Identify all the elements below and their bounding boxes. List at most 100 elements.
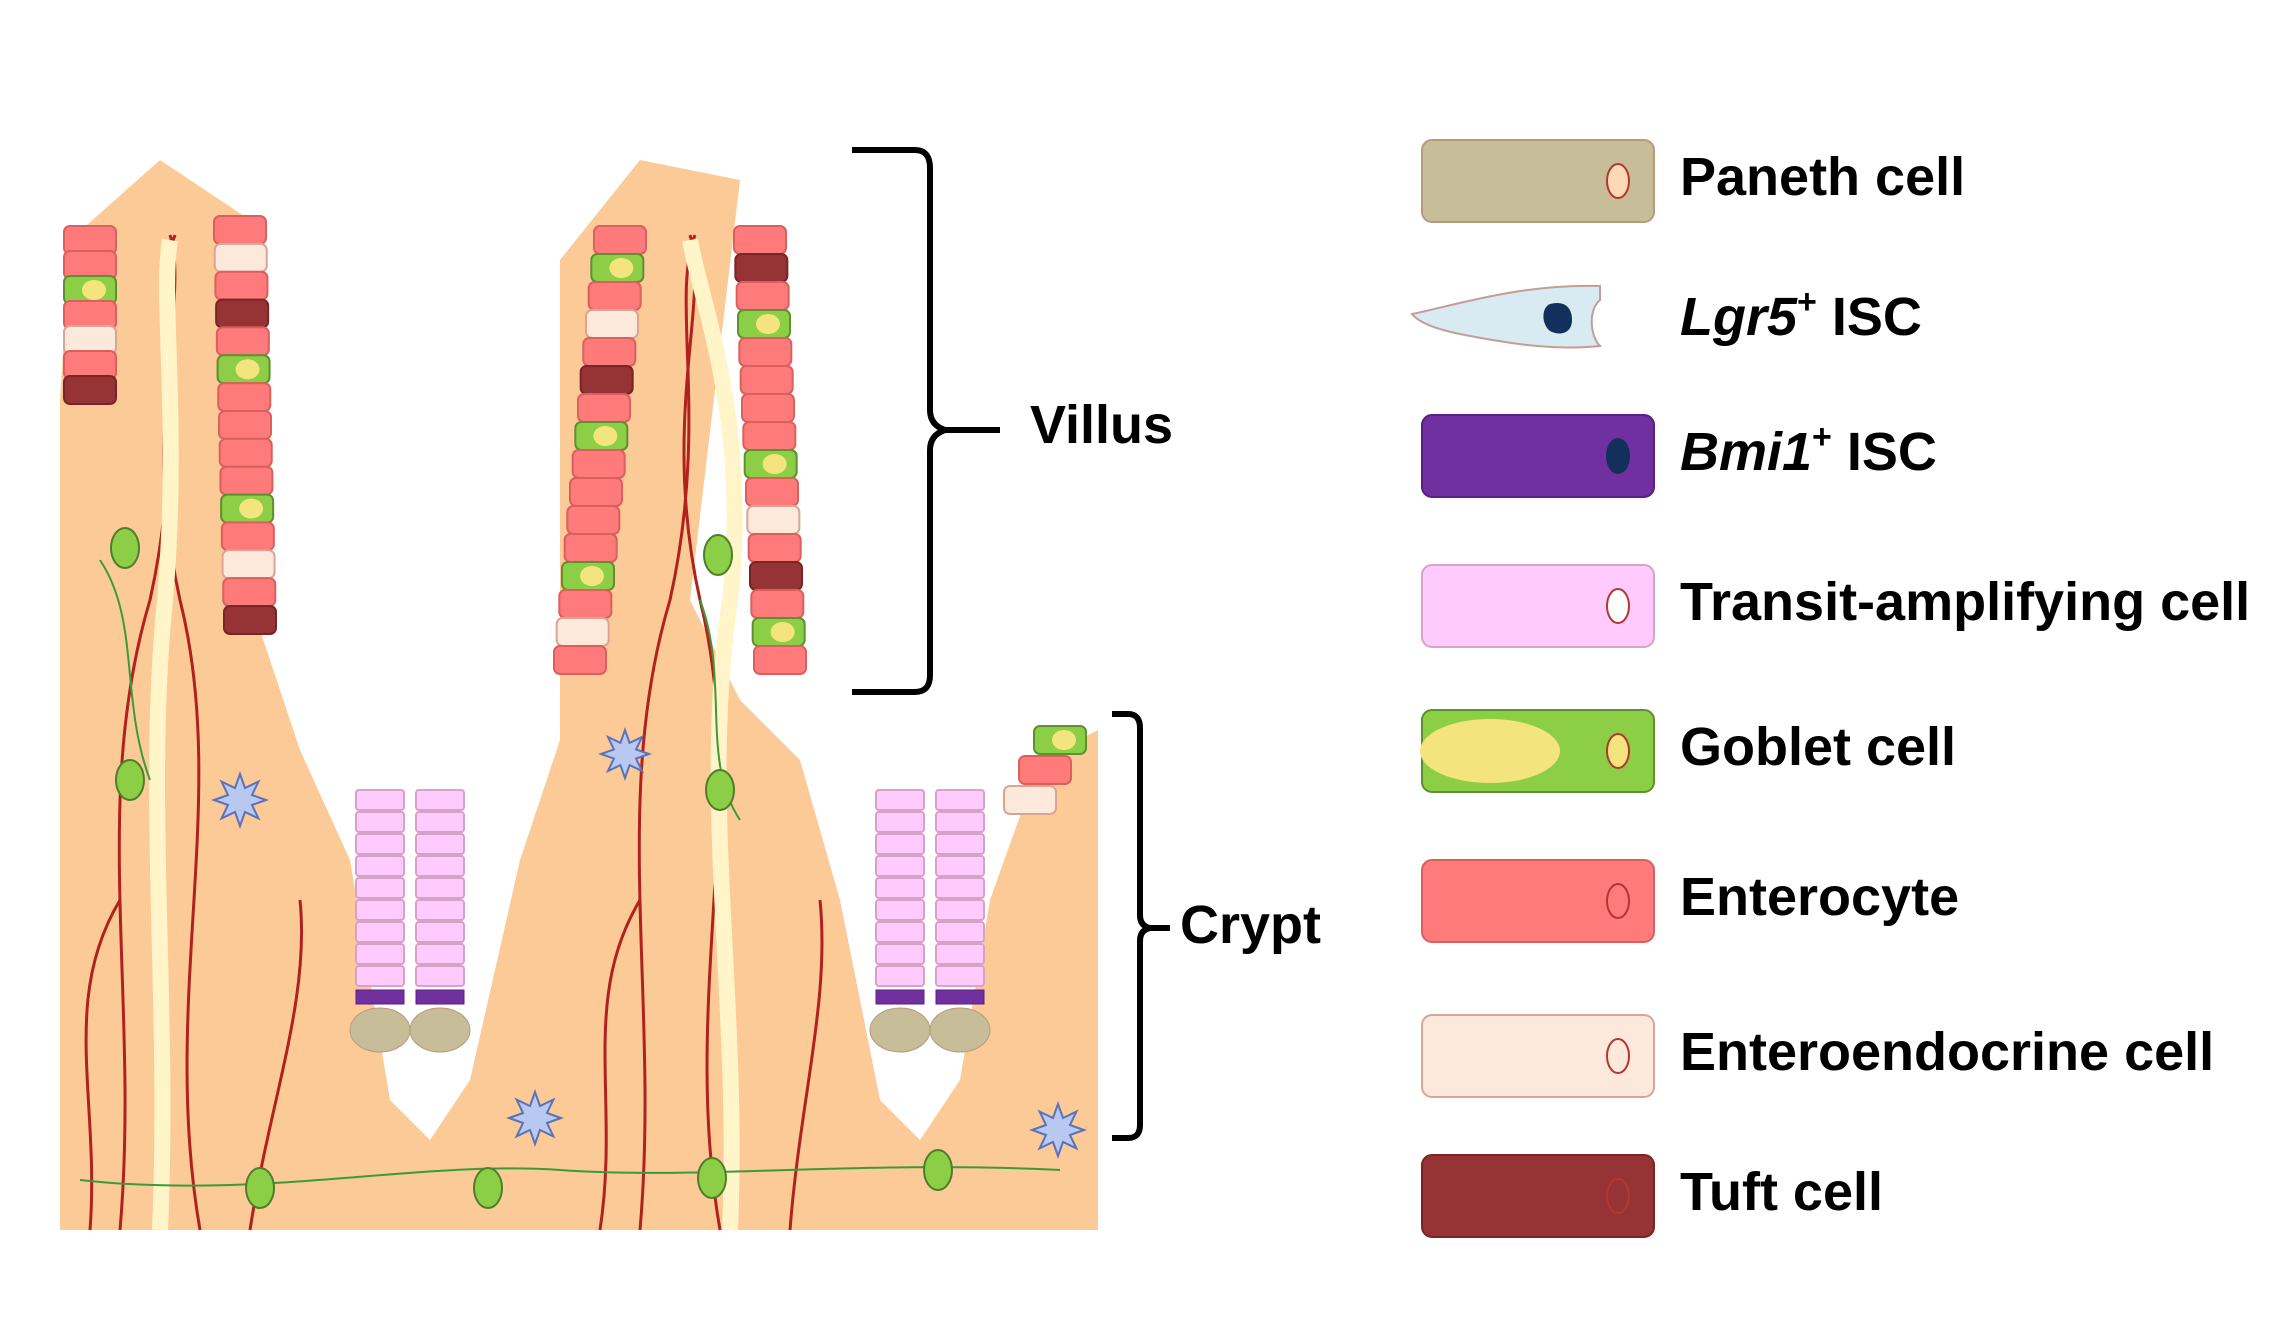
bmi1-isc — [935, 989, 985, 1005]
enterocyte-cell — [219, 465, 274, 496]
fibroblast — [705, 769, 735, 811]
legend-label-tuft: Tuft cell — [1680, 1162, 1884, 1222]
superscript: + — [1812, 418, 1832, 456]
superscript: + — [1797, 283, 1817, 321]
tuft-cell — [734, 253, 789, 283]
transit-amplifying-cell — [415, 833, 465, 855]
transit-amplifying-cell — [875, 965, 925, 987]
enterocyte-nucleus — [1606, 883, 1630, 919]
transit-amplifying-cell — [415, 789, 465, 811]
transit-amplifying-cell — [935, 833, 985, 855]
tuft-cell — [579, 365, 634, 395]
goblet-vacuole — [756, 314, 780, 334]
goblet-nucleus — [1606, 733, 1630, 769]
enterocyte-cell — [217, 382, 272, 413]
transit-amplifying-cell — [355, 921, 405, 943]
gene-name: Bmi1 — [1680, 422, 1813, 482]
eec-cell — [221, 549, 276, 580]
villus-bracket — [852, 147, 1000, 695]
enterocyte-cell — [745, 477, 799, 507]
enterocyte-cell — [558, 589, 613, 619]
transit-amplifying-cell — [415, 921, 465, 943]
tuft-nucleus — [1606, 1178, 1630, 1214]
epithelial-cells — [63, 215, 1087, 815]
immune-cell — [506, 1089, 564, 1147]
transit-amplifying-cell — [875, 833, 925, 855]
legend-label-ta: Transit-amplifying cell — [1680, 572, 2251, 632]
lacteal — [148, 238, 179, 1231]
immune-cell — [211, 771, 269, 829]
goblet-vacuole — [239, 498, 264, 519]
transit-amplifying-cell — [415, 855, 465, 877]
gene-name: Lgr5 — [1680, 287, 1798, 347]
transit-amplifying-cell — [415, 943, 465, 965]
legend-swatch-bmi1 — [1421, 414, 1655, 498]
enterocyte-cell — [218, 437, 273, 468]
legend-item-lgr5: Lgr5+ ISC — [1400, 270, 2280, 380]
transit-amplifying-cell — [935, 811, 985, 833]
goblet-vacuole — [593, 426, 618, 446]
legend-item-paneth: Paneth cell — [1400, 130, 2280, 240]
enterocyte-cell — [738, 337, 793, 367]
transit-amplifying-cell — [875, 877, 925, 899]
transit-amplifying-cell — [415, 965, 465, 987]
legend-label-bmi1: Bmi1+ ISC — [1680, 420, 1937, 482]
legend-label-paneth: Paneth cell — [1680, 147, 1966, 207]
enterocyte-cell — [742, 421, 797, 451]
tuft-cell — [223, 605, 277, 635]
legend-swatch-paneth — [1421, 139, 1655, 223]
tuft-cell — [749, 561, 803, 591]
transit-amplifying-cell — [355, 943, 405, 965]
legend-item-enterocyte: Enterocyte — [1400, 850, 2280, 960]
enterocyte-cell — [593, 225, 647, 255]
transit-amplifying-cell — [935, 877, 985, 899]
goblet-vacuole — [82, 280, 106, 300]
transit-amplifying-cell — [355, 965, 405, 987]
goblet-vacuole — [770, 622, 795, 642]
enterocyte-cell — [63, 350, 117, 380]
goblet-vacuole — [580, 566, 604, 586]
transit-amplifying-cell — [355, 833, 405, 855]
transit-amplifying-cell — [875, 943, 925, 965]
enterocyte-cell — [566, 505, 621, 535]
blood-vessel — [598, 899, 642, 1231]
fibroblast — [110, 527, 140, 569]
goblet-vacuole — [609, 258, 634, 278]
paneth-cell — [929, 1007, 991, 1053]
goblet-vacuole — [762, 454, 787, 474]
immune-cell — [598, 727, 652, 781]
transit-amplifying-cell — [355, 899, 405, 921]
goblet-vacuole — [1420, 719, 1560, 783]
lacteal — [682, 238, 743, 1231]
eec-cell — [63, 325, 117, 355]
lamina-propria — [60, 160, 1098, 1230]
paneth-nucleus — [1606, 163, 1630, 199]
enterocyte-cell — [753, 645, 807, 675]
transit-amplifying-cell — [875, 899, 925, 921]
immune-cell — [1029, 1101, 1087, 1159]
transit-amplifying-cell — [355, 811, 405, 833]
legend-item-bmi1: Bmi1+ ISC — [1400, 405, 2280, 515]
bmi1-isc — [415, 989, 465, 1005]
fibroblast — [473, 1167, 503, 1209]
fibroblast — [115, 759, 145, 801]
fibroblast — [697, 1157, 727, 1199]
transit-amplifying-cell — [415, 811, 465, 833]
fibroblast — [703, 534, 733, 576]
eec-cell — [555, 617, 610, 647]
enterocyte-cell — [563, 533, 618, 563]
legend-swatch-enterocyte — [1421, 859, 1655, 943]
legend-swatch-tuft — [1421, 1154, 1655, 1238]
blood-vessels — [84, 234, 824, 1231]
eec-swatch-body — [1421, 1014, 1655, 1098]
enterocyte-swatch-body — [1421, 859, 1655, 943]
enterocyte-cell — [213, 215, 267, 245]
legend-label-enterocyte: Enterocyte — [1680, 867, 1960, 927]
legend-item-goblet: Goblet cell — [1400, 700, 2280, 810]
enterocyte-cell — [63, 300, 117, 330]
enterocyte-cell — [577, 393, 631, 423]
lgr5-nucleus — [1543, 302, 1572, 334]
eec-cell — [746, 505, 801, 535]
legend-swatch-eec — [1421, 1014, 1655, 1098]
enterocyte-cell — [63, 225, 117, 255]
